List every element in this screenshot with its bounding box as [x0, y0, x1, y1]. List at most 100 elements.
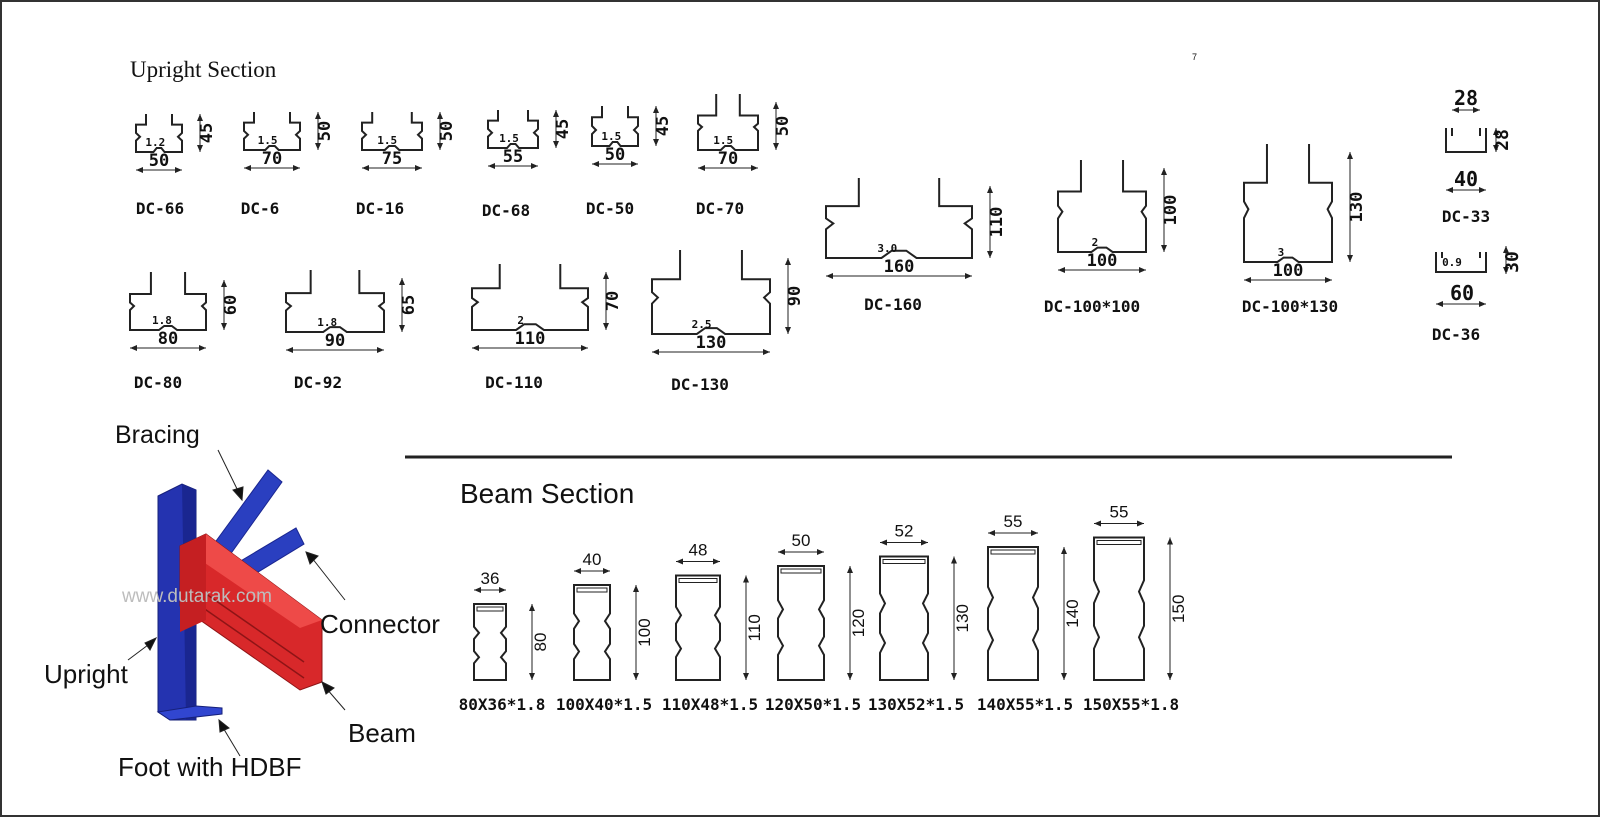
dimension-label: 65	[399, 295, 419, 315]
profile-outline	[1057, 160, 1147, 253]
profile-outline	[879, 555, 929, 681]
dimension-label: 50	[605, 145, 625, 165]
dimension-label: 130	[953, 604, 972, 632]
arrowhead	[676, 558, 683, 565]
arrowhead	[785, 258, 791, 265]
dimension-label: 130	[696, 333, 727, 353]
dimension-label: 30	[1502, 251, 1523, 273]
arrowhead	[1161, 245, 1167, 252]
upright-label: Upright	[44, 659, 129, 689]
arrowhead	[293, 165, 300, 171]
arrowhead	[1479, 187, 1486, 193]
dimension-label: 50	[315, 121, 335, 141]
arrowhead	[773, 102, 779, 109]
thickness-label: 3.0	[877, 242, 897, 255]
beam-profiles-group: 368080X36*1.840100100X40*1.548110110X48*…	[459, 503, 1188, 715]
profile-name: DC-36	[1432, 325, 1480, 344]
profile-name: DC-66	[136, 199, 184, 218]
beam-label: Beam	[348, 718, 416, 748]
foot-label: Foot with HDBF	[118, 752, 302, 782]
arrowhead	[488, 163, 495, 169]
arrowhead	[988, 530, 995, 536]
arrowhead	[531, 163, 538, 169]
arrowhead	[1436, 301, 1443, 307]
profile-name: DC-92	[294, 373, 342, 392]
arrowhead	[1061, 673, 1067, 680]
dimension-label: 28	[1492, 129, 1513, 151]
dimension-label: 52	[895, 522, 914, 541]
arrowhead	[377, 347, 384, 353]
leader-arrows	[127, 449, 346, 757]
dimension-label: 110	[987, 207, 1007, 238]
profile-top-flange	[882, 559, 926, 564]
profile-outline	[473, 603, 507, 681]
arrowhead	[529, 604, 535, 611]
profile-name: 110X48*1.5	[662, 695, 758, 714]
arrowhead	[1058, 267, 1065, 273]
arrowhead	[472, 345, 479, 351]
arrowhead	[529, 673, 535, 680]
arrowhead	[221, 323, 227, 330]
arrowhead	[437, 143, 443, 150]
arrowhead	[553, 141, 559, 148]
dimension-label: 45	[553, 119, 573, 139]
thickness-label: 1.2	[145, 136, 165, 149]
upright-profiles-group: 50451.2DC-6670501.5DC-675501.5DC-1655451…	[129, 86, 1523, 394]
profile-outline	[285, 270, 385, 333]
profile-top-flange	[1096, 540, 1142, 545]
dimension-label: 45	[197, 123, 217, 143]
arrowhead	[474, 587, 481, 593]
arrowhead	[987, 186, 993, 193]
dimension-label: 40	[583, 550, 602, 569]
arrowhead	[847, 566, 853, 573]
arrowhead	[1161, 168, 1167, 175]
arrowhead	[581, 345, 588, 351]
profile-outline	[243, 112, 301, 151]
arrowhead	[415, 165, 422, 171]
profile-outline	[825, 178, 973, 259]
dimension-label: 36	[481, 569, 500, 588]
arrowhead	[951, 556, 957, 564]
thickness-label: 2	[1092, 236, 1099, 249]
arrowhead	[778, 549, 785, 555]
bracing-label: Bracing	[115, 421, 200, 449]
connector-plate	[180, 534, 206, 632]
profile-name: DC-70	[696, 199, 744, 218]
profile-top-flange	[576, 587, 608, 593]
arrowhead	[785, 327, 791, 334]
dimension-label: 80	[531, 633, 550, 652]
thickness-label: 2	[517, 314, 524, 327]
profile-outline	[1243, 144, 1333, 263]
dimension-label: 55	[1004, 512, 1023, 531]
arrowhead	[1031, 530, 1038, 536]
arrowhead	[1139, 267, 1146, 273]
arrowhead	[499, 587, 506, 593]
watermark: www.dutarak.com	[121, 586, 272, 607]
dimension-label: 90	[325, 331, 345, 351]
profile-name: 130X52*1.5	[868, 695, 964, 714]
arrowhead	[817, 549, 824, 555]
profile-outline	[591, 106, 639, 147]
profile-outline	[361, 112, 423, 151]
profile-outline	[487, 110, 539, 149]
arrowhead	[136, 167, 143, 173]
arrowhead	[1167, 673, 1173, 680]
profile-outline	[129, 272, 207, 331]
arrowhead	[763, 349, 770, 355]
arrowhead	[437, 112, 443, 119]
arrowhead	[315, 112, 321, 119]
arrowhead	[631, 161, 638, 167]
arrowhead	[592, 161, 599, 167]
dimension-label: 130	[1347, 192, 1367, 223]
dimension-label: 48	[689, 541, 708, 560]
arrowhead	[698, 165, 705, 171]
